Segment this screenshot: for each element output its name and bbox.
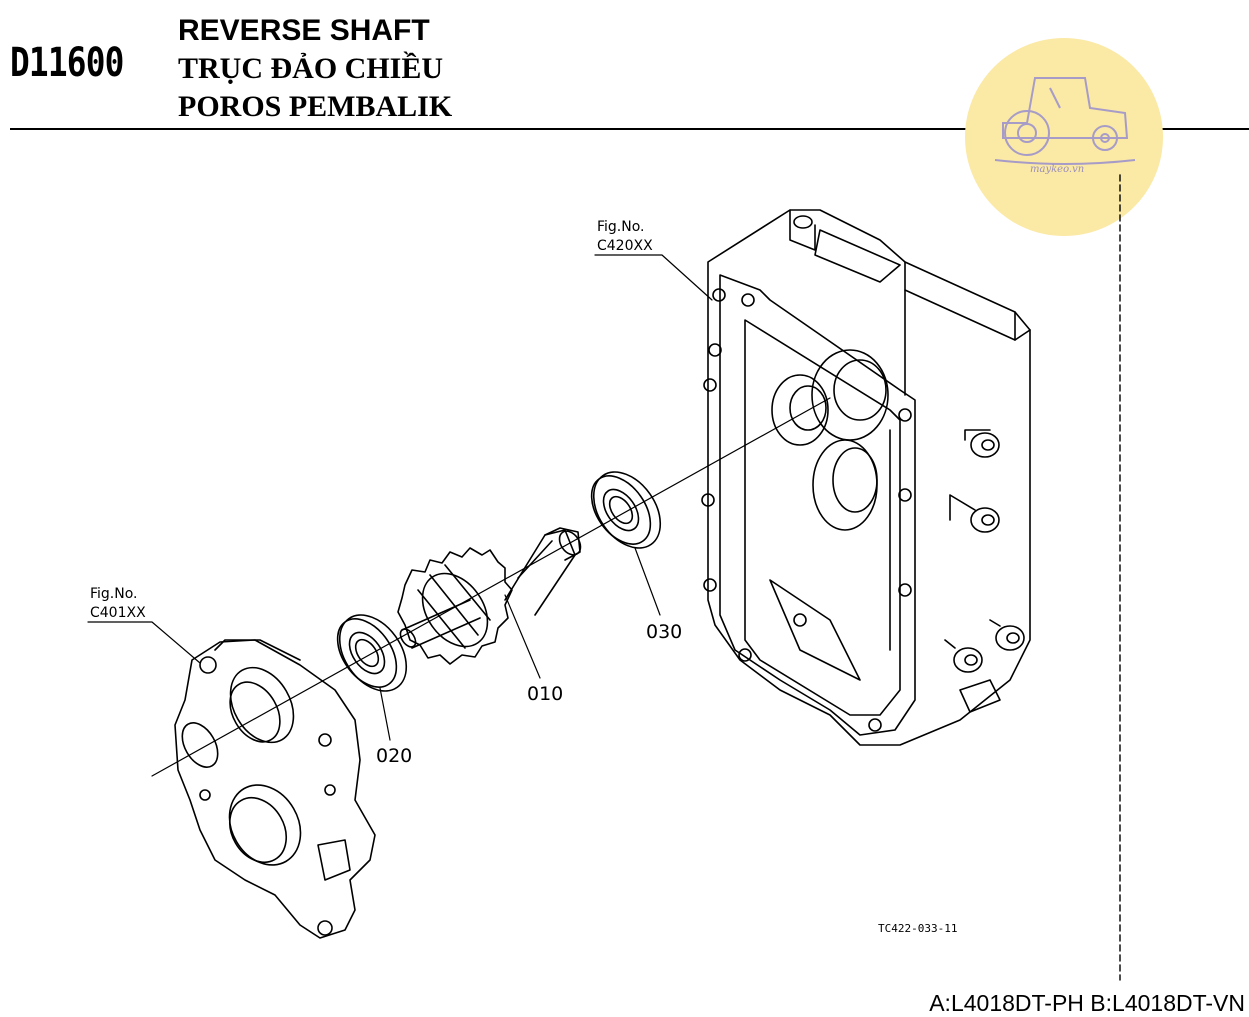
drawing-reference: TC422-033-11: [878, 922, 957, 935]
watermark-text: maykeo.vn: [1030, 164, 1085, 175]
part-label-030: 030: [646, 621, 682, 643]
cover-plate: [174, 639, 376, 939]
leader-c401: [87, 621, 201, 664]
transmission-case: [701, 209, 1031, 746]
title-indonesian: POROS PEMBALIK: [178, 90, 453, 123]
applicable-models: A:L4018DT-PH B:L4018DT-VN: [929, 990, 1245, 1016]
fig-code-c401: C401XX: [90, 605, 146, 621]
bearing-020: [336, 614, 408, 692]
reverse-shaft-010: [397, 527, 582, 665]
fig-label-c420: Fig.No.: [597, 219, 645, 235]
leader-010: [504, 594, 541, 679]
part-label-010: 010: [527, 683, 563, 705]
tractor-icon: [994, 77, 1136, 165]
leader-c420: [594, 254, 713, 301]
fig-label-c401: Fig.No.: [90, 586, 138, 602]
fig-code-c420: C420XX: [597, 238, 653, 254]
title-english: REVERSE SHAFT: [178, 14, 430, 47]
leader-020: [379, 687, 391, 741]
watermark-badge: [965, 38, 1163, 236]
assembly-axis-line: [151, 397, 831, 777]
title-vietnamese: TRỤC ĐẢO CHIỀU: [178, 52, 444, 85]
bearing-030: [590, 471, 662, 549]
header-divider: [10, 128, 1249, 130]
part-group-code: D11600: [10, 40, 124, 86]
part-label-020: 020: [376, 745, 412, 767]
leader-030: [634, 547, 661, 616]
